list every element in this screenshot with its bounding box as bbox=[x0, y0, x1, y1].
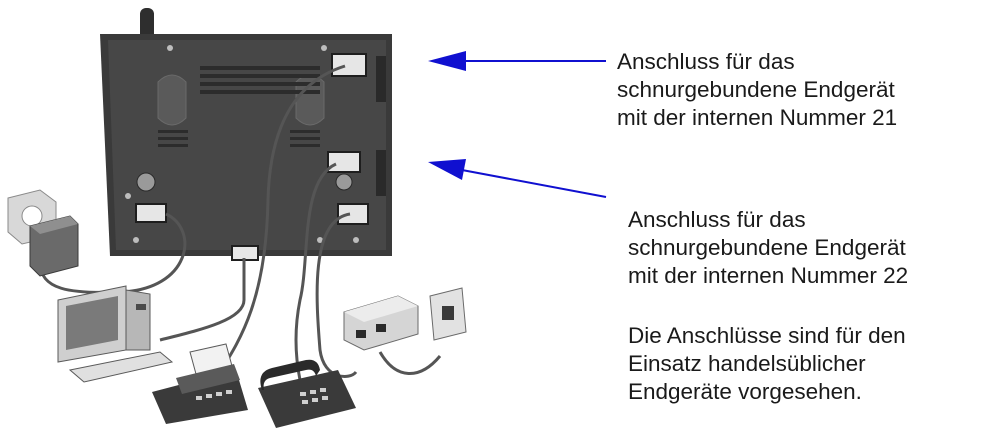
callout-port-21-line: mit der internen Nummer 21 bbox=[617, 105, 898, 130]
callout-port-21-line: schnurgebundene Endgerät bbox=[617, 77, 895, 102]
callout-port-22-line: mit der internen Nummer 22 bbox=[628, 263, 909, 288]
corded-phone-icon bbox=[258, 359, 356, 428]
tae-wall-socket-icon bbox=[429, 287, 467, 341]
base-station-rear-icon bbox=[100, 34, 392, 261]
callout-port-22-line: schnurgebundene Endgerät bbox=[628, 235, 906, 260]
connection-illustration bbox=[7, 8, 467, 428]
usage-note: Die Anschlüsse sind für den Einsatz hand… bbox=[628, 322, 906, 406]
usage-note-line: Die Anschlüsse sind für den bbox=[628, 323, 906, 348]
usage-note-line: Endgeräte vorgesehen. bbox=[628, 379, 862, 404]
callout-port-21: Anschluss für das schnurgebundene Endger… bbox=[617, 48, 897, 132]
callout-port-22: Anschluss für das schnurgebundene Endger… bbox=[628, 206, 908, 290]
computer-icon bbox=[57, 285, 174, 383]
callout-port-22-line: Anschluss für das bbox=[628, 207, 806, 232]
power-adapter-icon bbox=[29, 215, 79, 277]
fax-machine-icon bbox=[152, 343, 248, 424]
usage-note-line: Einsatz handelsüblicher bbox=[628, 351, 866, 376]
ntba-box-icon bbox=[343, 295, 419, 351]
callout-port-21-line: Anschluss für das bbox=[617, 49, 795, 74]
